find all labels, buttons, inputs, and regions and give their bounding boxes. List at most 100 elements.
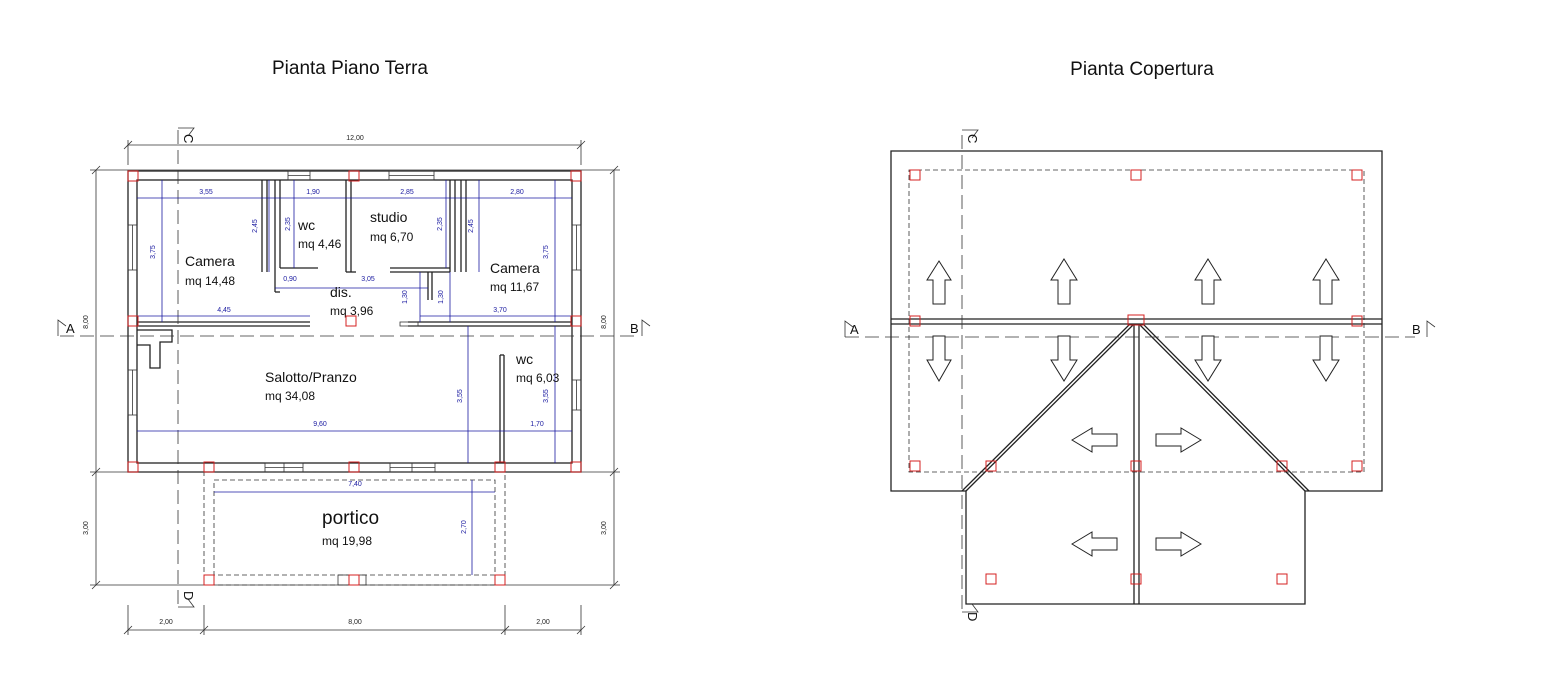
arrow-icon	[1312, 335, 1340, 382]
section-d-label: D	[181, 591, 196, 600]
roof-section-c-label: C	[965, 134, 980, 143]
svg-text:3,55: 3,55	[457, 389, 464, 403]
square-column-icon	[909, 460, 921, 472]
svg-text:0,90: 0,90	[283, 276, 297, 283]
svg-text:9,60: 9,60	[313, 421, 327, 428]
square-column-icon	[348, 574, 360, 586]
square-column-icon	[1127, 314, 1145, 326]
roof-section-a-label: A	[850, 322, 859, 337]
room-wc-top-name: wc	[297, 217, 315, 233]
svg-text:3,75: 3,75	[150, 245, 157, 259]
room-studio-name: studio	[370, 209, 408, 225]
arrow-icon	[1194, 258, 1222, 305]
ground-floor-plan: 12,00 2,00 8,00 2,00 8,00 3,00 8,00 3,00	[57, 127, 651, 635]
columns-roof	[909, 169, 1363, 585]
svg-text:1,30: 1,30	[438, 290, 445, 304]
roof-section-d-label: D	[965, 612, 980, 621]
svg-text:2,85: 2,85	[400, 189, 414, 196]
svg-text:7,40: 7,40	[348, 481, 362, 488]
columns-ground-floor	[127, 170, 582, 586]
section-b-label: B	[630, 321, 639, 336]
roof-footprint	[908, 169, 1365, 473]
svg-text:4,45: 4,45	[217, 307, 231, 314]
svg-text:2,35: 2,35	[437, 217, 444, 231]
svg-text:3,55: 3,55	[199, 189, 213, 196]
square-column-icon	[570, 170, 582, 182]
room-salotto-name: Salotto/Pranzo	[265, 369, 357, 385]
arrow-icon	[1050, 258, 1078, 305]
room-dis-area: mq 3,96	[330, 304, 374, 318]
svg-text:1,70: 1,70	[530, 421, 544, 428]
square-column-icon	[1276, 573, 1288, 585]
square-column-icon	[348, 170, 360, 182]
svg-text:3,75: 3,75	[543, 245, 550, 259]
square-column-icon	[1351, 169, 1363, 181]
svg-text:2,45: 2,45	[468, 219, 475, 233]
arrow-icon	[1194, 335, 1222, 382]
arrow-icon	[926, 335, 952, 383]
dim-bottom-right: 2,00	[536, 619, 550, 626]
room-camera-right-area: mq 11,67	[490, 280, 539, 294]
room-studio-area: mq 6,70	[370, 230, 414, 244]
section-c-label: C	[181, 134, 196, 143]
room-salotto-area: mq 34,08	[265, 389, 315, 403]
square-column-icon	[570, 461, 582, 473]
dim-bottom-mid: 8,00	[348, 619, 362, 626]
svg-text:3,55: 3,55	[543, 389, 550, 403]
room-camera-left-area: mq 14,48	[185, 274, 235, 288]
dim-portico-height-left: 3,00	[83, 521, 90, 535]
room-portico-name: portico	[322, 508, 379, 529]
square-column-icon	[1130, 169, 1142, 181]
arrow-icon	[926, 260, 952, 305]
square-column-icon	[1351, 315, 1363, 327]
square-column-icon	[127, 461, 139, 473]
square-column-icon	[1276, 460, 1288, 472]
dim-height-left: 8,00	[83, 315, 90, 329]
arrow-icon	[1071, 427, 1118, 453]
room-camera-right-name: Camera	[490, 260, 540, 276]
square-column-icon	[985, 460, 997, 472]
room-wc-top-area: mq 4,46	[298, 237, 342, 251]
dim-bottom-left: 2,00	[159, 619, 173, 626]
svg-text:3,70: 3,70	[493, 307, 507, 314]
square-column-icon	[985, 573, 997, 585]
square-column-icon	[1351, 460, 1363, 472]
square-column-icon	[127, 315, 139, 327]
roof-plan-title: Pianta Copertura	[1070, 59, 1214, 80]
dim-total-width: 12,00	[346, 135, 364, 142]
svg-text:3,05: 3,05	[361, 276, 375, 283]
square-column-icon	[345, 315, 357, 327]
room-portico-area: mq 19,98	[322, 534, 372, 548]
dim-height-right: 8,00	[601, 315, 608, 329]
square-column-icon	[348, 461, 360, 473]
svg-text:2,80: 2,80	[510, 189, 524, 196]
section-a-label: A	[66, 321, 75, 336]
arrow-icon	[1312, 258, 1340, 305]
svg-text:1,90: 1,90	[306, 189, 320, 196]
room-wc-right-area: mq 6,03	[516, 371, 560, 385]
fireplace	[137, 329, 173, 369]
roof-plan: A B C D	[844, 129, 1436, 621]
arrow-icon	[1155, 531, 1202, 557]
square-column-icon	[494, 461, 506, 473]
ground-floor-title: Pianta Piano Terra	[272, 58, 428, 79]
room-camera-left-name: Camera	[185, 253, 235, 269]
square-column-icon	[909, 169, 921, 181]
svg-text:2,35: 2,35	[285, 217, 292, 231]
roof-outline	[890, 150, 1383, 605]
square-column-icon	[909, 315, 921, 327]
square-column-icon	[494, 574, 506, 586]
room-wc-right-name: wc	[515, 351, 533, 367]
square-column-icon	[1130, 573, 1142, 585]
square-column-icon	[570, 315, 582, 327]
square-column-icon	[203, 574, 215, 586]
svg-text:2,70: 2,70	[461, 520, 468, 534]
arrow-icon	[1155, 427, 1202, 453]
arrow-icon	[1071, 531, 1118, 557]
dim-portico-height-right: 3,00	[601, 521, 608, 535]
room-dis-name: dis.	[330, 284, 352, 300]
square-column-icon	[203, 461, 215, 473]
svg-text:2,45: 2,45	[252, 219, 259, 233]
svg-text:1,30: 1,30	[402, 290, 409, 304]
